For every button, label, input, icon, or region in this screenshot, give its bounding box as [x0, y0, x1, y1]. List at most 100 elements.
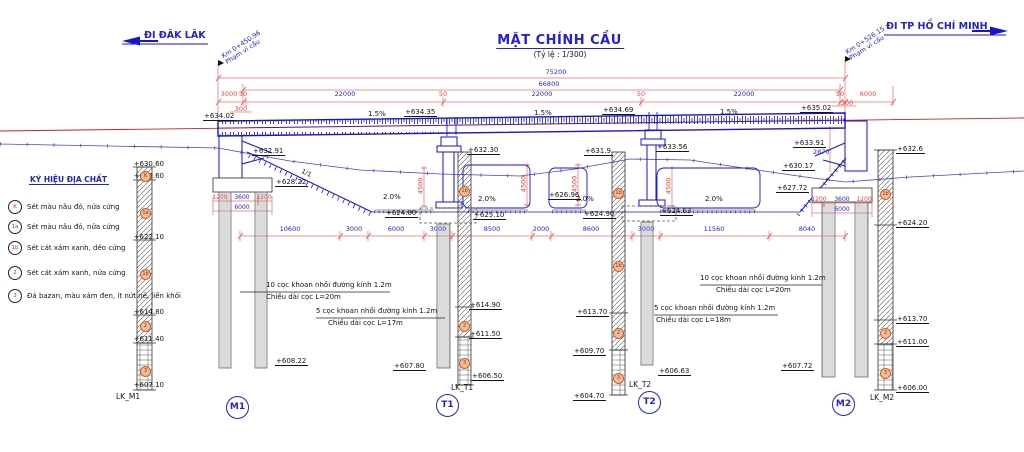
arrow-right-icon: [990, 26, 1008, 36]
direction-left: ĐI ĐĂK LĂK: [144, 30, 206, 41]
elevation-label: +632.6: [896, 145, 925, 155]
elevation-label: +630.17: [782, 162, 816, 172]
elevation-label: +613.70: [896, 315, 930, 325]
elevation-label: +634.69: [602, 106, 636, 116]
geo-marker: 3: [459, 358, 470, 369]
elevation-label: +627.72: [776, 184, 810, 194]
legend-symbol: 1b: [8, 240, 22, 255]
geo-marker: 3: [140, 366, 151, 377]
dim-span: 50: [238, 90, 248, 98]
deck-girder: [217, 112, 846, 137]
elevation-label: +606.63: [658, 367, 692, 377]
deck-grade: 1.5%: [368, 110, 386, 118]
dim-span: 6000: [859, 90, 877, 98]
dim-overall: 75200: [545, 68, 567, 76]
support-label-m2: M2: [832, 393, 855, 416]
note-leaders: [240, 284, 822, 319]
geo-marker: 2: [880, 328, 891, 339]
pile-note: 10 cọc khoan nhồi đường kính 1.2m: [266, 281, 392, 289]
legend-title: KÝ HIỆU ĐỊA CHẤT: [29, 175, 109, 185]
dim-span: 50: [438, 90, 448, 98]
elevation-label: +624.20: [896, 219, 930, 229]
elevation-label: +634.35: [404, 108, 438, 118]
ground-grade: 2.0%: [383, 193, 401, 201]
geo-marker: 1b: [880, 189, 891, 200]
dim-4500: 4500: [416, 177, 425, 195]
elevation-label: +622.10: [133, 233, 164, 241]
elevation-label: +607.10: [133, 381, 164, 389]
elevation-label: +631.9: [584, 147, 613, 157]
elevation-label: +628.22: [275, 178, 309, 188]
elevation-label: +608.22: [275, 357, 309, 367]
elevation-label: +607.80: [393, 362, 427, 372]
legend-symbol: 2: [8, 265, 22, 280]
elevation-label: +624.90: [583, 210, 617, 220]
dim-edge-right: 300: [840, 99, 854, 107]
legend-text: Sét màu nâu đỏ, nửa cứng: [27, 202, 120, 211]
elevation-label: +633.56: [656, 143, 690, 153]
geo-marker: 2: [459, 321, 470, 332]
berm-box-3: [656, 167, 761, 209]
deck-grade: 1.5%: [720, 108, 738, 116]
elevation-label: +609.70: [573, 347, 607, 357]
geo-marker: 1a: [140, 208, 151, 219]
support-label-m1: M1: [226, 396, 249, 419]
pilecap-t1: [419, 207, 477, 224]
dim-span: 22000: [334, 90, 356, 98]
arrow-left-icon: [122, 36, 140, 46]
dim-bottom: 8040: [798, 225, 816, 233]
dim-bottom: 3000: [345, 225, 363, 233]
geo-marker: 3: [880, 368, 891, 379]
berm-box-2: [548, 167, 588, 209]
support-label-t2: T2: [638, 391, 661, 414]
elevation-label: +607.72: [781, 362, 815, 372]
expansion-joints: [446, 112, 658, 136]
dim-bottom: 3000: [429, 225, 447, 233]
pile-note: 10 cọc khoan nhồi đường kính 1.2m: [700, 274, 826, 282]
dim-span: 22000: [531, 90, 553, 98]
borehole-lk-t2: [609, 151, 628, 396]
ground-grade: 2.0%: [478, 195, 496, 203]
elevation-label: +614.90: [469, 301, 503, 311]
elevation-label: +611.50: [469, 330, 503, 340]
dim-m1-cap: 1200: [256, 194, 272, 201]
borehole-label: LK_M2: [870, 393, 895, 402]
elevation-label: +632.30: [467, 146, 501, 156]
pile-note: Chiều dài cọc L=20m: [716, 286, 791, 294]
elevation-label: +611.40: [133, 335, 164, 343]
dim-span: 50: [835, 90, 845, 98]
elevation-label: +606.50: [471, 372, 505, 382]
legend-symbol: 1a: [8, 219, 22, 234]
pilecap-m1: [212, 177, 273, 193]
elevation-label: +606.00: [896, 384, 930, 394]
elevation-label: +624.63: [660, 207, 694, 217]
elevation-label: +614.80: [133, 308, 164, 316]
embankment-slopes: [246, 151, 847, 213]
legend-text: Sét cát xám xanh, nửa cứng: [27, 268, 126, 277]
dim-bottom: 2000: [532, 225, 550, 233]
support-label-t1: T1: [436, 394, 459, 417]
elevation-label: +632.91: [252, 147, 286, 157]
geo-marker: 1b: [613, 261, 624, 272]
legend-item: 2 Sét cát xám xanh, nửa cứng: [8, 262, 126, 281]
drawing-title: MẶT CHÍNH CẦU: [496, 33, 624, 49]
dim-edge-left: 300: [234, 105, 248, 113]
geo-marker: K: [140, 171, 151, 182]
dim-bottom: 8600: [582, 225, 600, 233]
dim-2870: 2870: [813, 148, 830, 156]
pile-note: Chiều dài cọc L=20m: [266, 293, 341, 301]
ground-grade: 2.0%: [705, 195, 723, 203]
elevation-label: +625.10: [473, 211, 507, 221]
geo-marker: 1b: [459, 186, 470, 197]
dim-span: 22000: [733, 90, 755, 98]
dim-bridge: 66800: [538, 80, 560, 88]
bridge-structure: [217, 112, 868, 217]
dim-bottom: 6000: [387, 225, 405, 233]
drawing-scale: (Tỷ lệ : 1/300): [533, 50, 587, 59]
pile-note: 5 cọc khoan nhồi đường kính 1.2m: [654, 304, 776, 312]
dim-bottom: 3000: [637, 225, 655, 233]
elevation-label: +604.70: [573, 392, 607, 402]
